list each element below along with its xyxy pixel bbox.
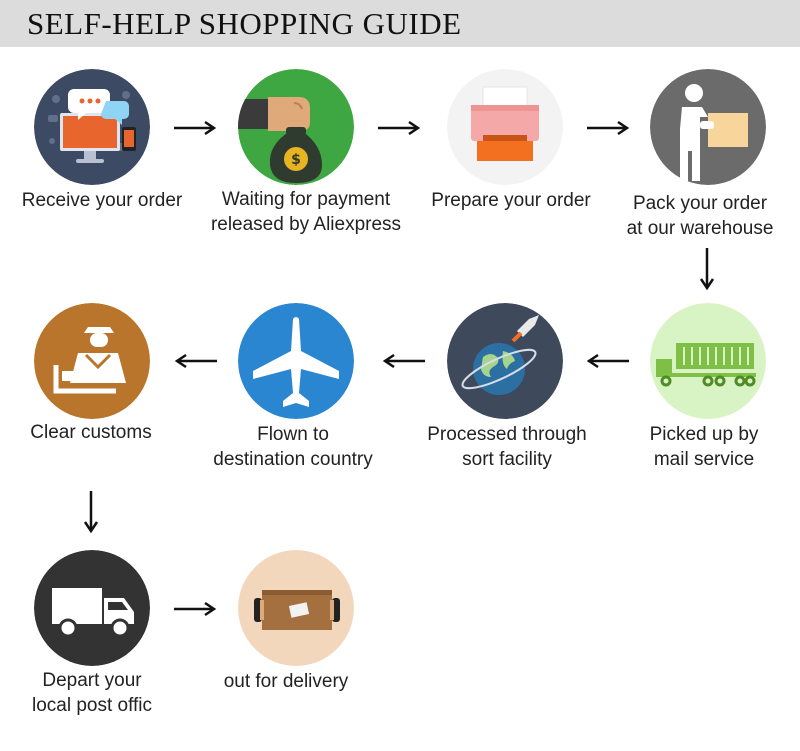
truck-container-icon — [650, 303, 766, 419]
step-label: Picked up by mail service — [649, 424, 759, 470]
arrow-right-icon — [174, 601, 217, 617]
computer-chat-icon — [34, 69, 150, 185]
step-label: Depart your local post offic — [31, 670, 153, 716]
globe-rocket-icon — [447, 303, 563, 419]
arrow-right-icon — [587, 120, 630, 136]
arrow-left-icon — [586, 353, 629, 369]
customs-officer-icon — [34, 303, 150, 419]
step-label: Flown to destination country — [213, 424, 373, 470]
step-label: Waiting for payment released by Aliexpre… — [210, 189, 402, 235]
delivery-van-icon — [34, 550, 150, 666]
arrow-right-icon — [378, 120, 421, 136]
guide-title: SELF-HELP SHOPPING GUIDE — [27, 6, 462, 41]
header-banner: SELF-HELP SHOPPING GUIDE — [0, 0, 800, 47]
money-bag-hand-icon: $ — [238, 69, 354, 185]
printer-icon — [447, 69, 563, 185]
svg-text:$: $ — [291, 152, 301, 168]
step-label: Prepare your order — [431, 190, 591, 211]
arrow-left-icon — [382, 353, 425, 369]
step-label: Receive your order — [21, 190, 183, 211]
step-label: out for delivery — [223, 671, 349, 692]
arrow-down-icon — [699, 248, 715, 291]
arrow-right-icon — [174, 120, 217, 136]
airplane-icon — [238, 303, 354, 419]
step-label: Processed through sort facility — [427, 424, 587, 470]
arrow-left-icon — [174, 353, 217, 369]
worker-box-icon — [650, 69, 766, 185]
step-label: Pack your order at our warehouse — [626, 193, 774, 239]
step-label: Clear customs — [30, 422, 152, 443]
arrow-down-icon — [83, 491, 99, 534]
parcel-box-icon — [238, 550, 354, 666]
